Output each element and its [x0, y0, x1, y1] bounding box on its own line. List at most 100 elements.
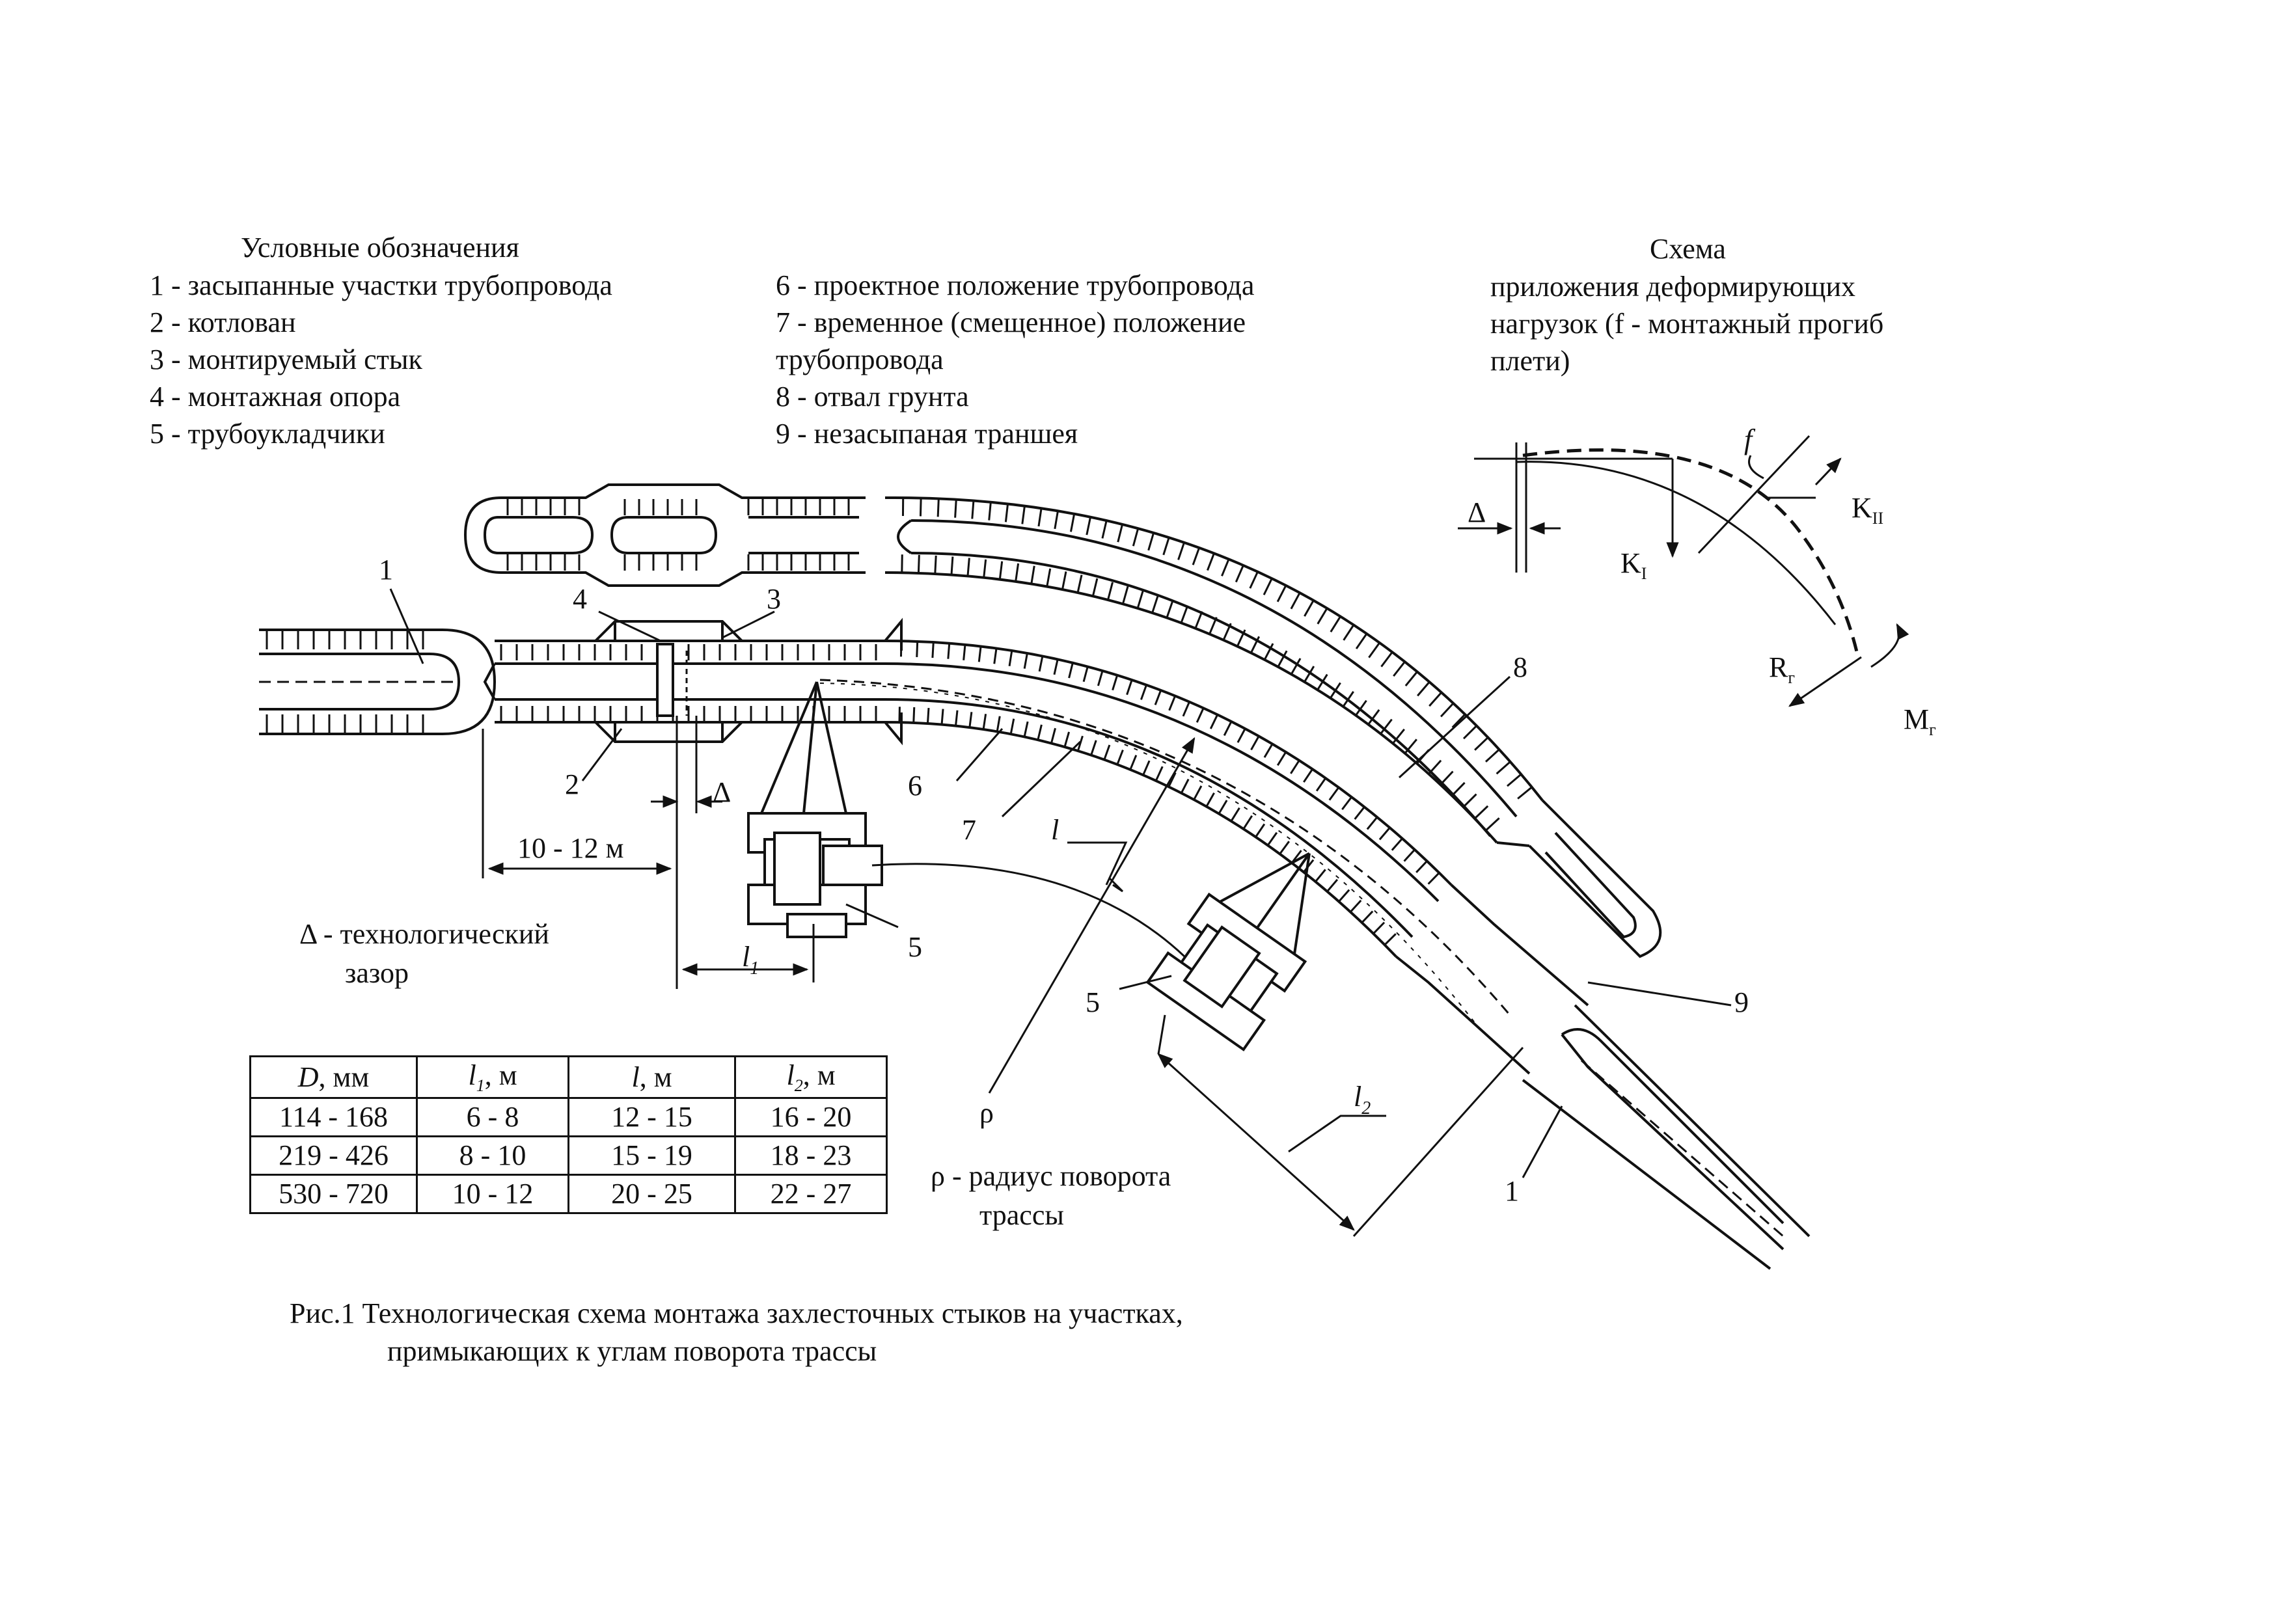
hatch-tick [1230, 807, 1240, 822]
hatch-tick [1404, 671, 1418, 686]
hatch-tick [1451, 713, 1466, 729]
header-d-symbol: D [297, 1061, 319, 1093]
hatch-tick [1451, 781, 1466, 797]
hatch-tick [963, 644, 966, 660]
hatch-tick [966, 558, 970, 576]
hatch-tick [1263, 643, 1274, 660]
hatch-tick [1136, 590, 1144, 609]
label-rho: ρ [979, 1097, 994, 1129]
hatch-tick [1250, 636, 1261, 654]
hatch-tick [1354, 806, 1365, 820]
hatch-tick [1054, 511, 1059, 530]
hatch-tick [1090, 740, 1097, 756]
pipe-axis [819, 683, 1484, 1035]
header-l2-symbol: l [786, 1059, 795, 1091]
hatch-tick [1076, 575, 1083, 593]
figure-caption: Рис.1 Технологическая схема монтажа захл… [290, 1295, 1183, 1370]
label-8: 8 [1513, 651, 1527, 683]
filled-section-right [1522, 1004, 1811, 1270]
hatch-tick [1403, 848, 1415, 862]
hatch-tick [1378, 827, 1391, 841]
hatch-tick [1368, 642, 1380, 658]
table-cell: 219 - 426 [249, 1135, 418, 1176]
hatch-tick [1315, 778, 1327, 792]
label-5-b: 5 [1086, 986, 1100, 1018]
hatch-tick [1168, 772, 1177, 787]
hatch-tick [1366, 816, 1378, 830]
legend-right: 6 - проектное положение трубопровода 7 -… [776, 267, 1254, 452]
hatch-tick [1086, 517, 1092, 535]
hatch-tick [934, 555, 937, 575]
label-l2: l2 [1354, 1081, 1371, 1118]
note-rho-line1: ρ - радиус поворота [931, 1160, 1171, 1192]
hatch-tick [1355, 633, 1368, 649]
header-l-unit: , м [639, 1061, 672, 1093]
legend-title: Условные обозначения [241, 232, 519, 264]
hatch-tick [1263, 743, 1274, 758]
hatch-tick [1050, 727, 1056, 744]
table-header-row: D, мм l1, м l, м l2, м [249, 1055, 888, 1099]
filled-section-left [259, 629, 497, 735]
hatch-tick [977, 646, 982, 662]
hatch-tick [1140, 684, 1147, 700]
legend-item: 9 - незасыпаная траншея [776, 418, 1078, 450]
note-gap-line2: зазор [345, 957, 409, 989]
hatch-tick [1061, 571, 1067, 590]
mounting-support [656, 643, 674, 717]
hatch-tick [1341, 796, 1352, 811]
hatch-tick [1209, 714, 1219, 729]
hatch-tick [1315, 869, 1326, 882]
hatch-tick [1121, 586, 1129, 604]
scheme-m-main: M [1904, 703, 1929, 735]
hatch-tick [1249, 571, 1259, 589]
scheme-k2: KII [1852, 492, 1883, 528]
caption-line1: Рис.1 Технологическая схема монтажа захл… [290, 1297, 1183, 1329]
scheme-k1: KI [1620, 547, 1647, 583]
hatch-tick [982, 714, 987, 730]
hatch-tick [1221, 558, 1230, 576]
scheme-m: Mг [1904, 703, 1936, 739]
scheme-line: приложения деформирующих [1490, 271, 1856, 303]
hatch-tick [1015, 563, 1020, 582]
pipelayer-upper [747, 681, 883, 938]
leader-lines [389, 588, 1732, 1178]
table-cell: 18 - 23 [734, 1135, 888, 1176]
table-cell: 530 - 720 [249, 1173, 418, 1214]
hatch-tick [1392, 728, 1405, 744]
hatch-tick [1194, 611, 1203, 629]
hatch-tick [919, 498, 922, 517]
hatch-tick [968, 712, 973, 728]
hatch-tick [1393, 661, 1406, 677]
hatch-tick [1030, 565, 1035, 584]
label-l2-main: l [1354, 1081, 1361, 1113]
hatch-tick [1236, 629, 1246, 647]
dimensions-table: D, мм l1, м l, м l2, м 114 - 168 6 - 8 1… [249, 1055, 888, 1214]
legend-item: 1 - засыпанные участки трубопровода [150, 269, 612, 301]
dimension-lines [482, 716, 1524, 1238]
table-cell: 16 - 20 [734, 1096, 888, 1137]
scheme-k1-main: K [1620, 547, 1641, 579]
hatch-tick [1196, 707, 1205, 723]
hatch-tick [1485, 817, 1500, 832]
hatch-tick [1263, 578, 1273, 595]
table-row: 114 - 168 6 - 8 12 - 15 16 - 20 [249, 1096, 888, 1137]
pipelayer-lower [1145, 852, 1311, 1051]
hatch-tick [1037, 508, 1043, 527]
hatch-tick [1180, 778, 1190, 794]
hatch-tick [1496, 761, 1511, 775]
label-9: 9 [1734, 986, 1749, 1018]
scheme-r-main: R [1769, 651, 1788, 683]
hatch-tick [1326, 878, 1339, 893]
hatch-tick [1429, 692, 1443, 707]
hatch-tick [1154, 690, 1162, 705]
hatch-tick [1101, 520, 1108, 539]
hatch-tick [1338, 889, 1350, 902]
hatch-tick [1053, 659, 1059, 675]
hatch-tick [1290, 592, 1301, 610]
hatch-tick [950, 556, 954, 575]
header-d: D, мм [249, 1055, 418, 1099]
table-cell: 20 - 25 [567, 1173, 736, 1214]
hatch-tick [1129, 755, 1138, 770]
scheme-line: плети) [1490, 345, 1570, 377]
load-scheme [1458, 435, 1909, 707]
